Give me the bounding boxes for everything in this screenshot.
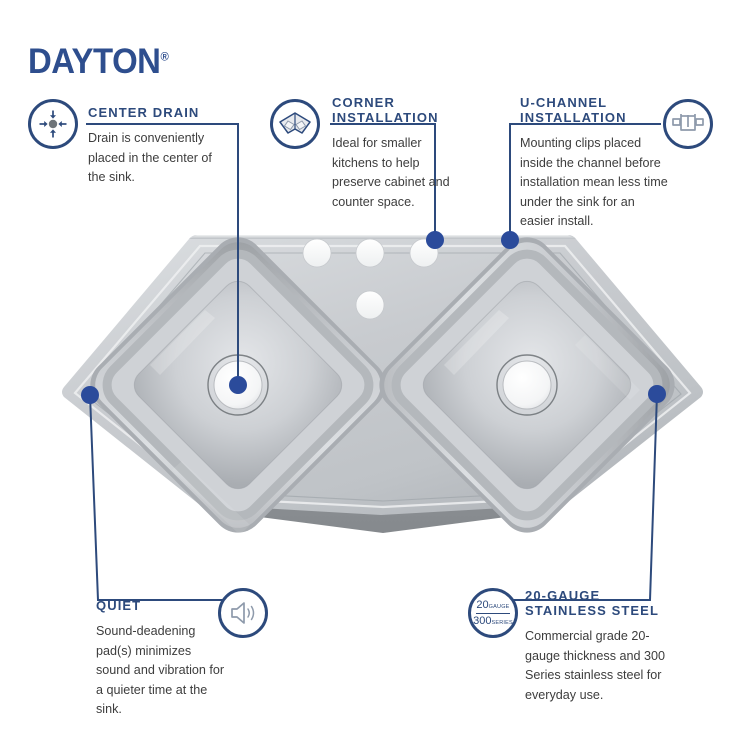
callout-u-channel: U-CHANNEL INSTALLATION Mounting clips pl… — [520, 95, 670, 232]
callout-body: Commercial grade 20-gauge thickness and … — [525, 629, 666, 702]
registered-mark: ® — [160, 49, 169, 64]
product-image-sink — [0, 215, 750, 545]
sink-illustration — [62, 235, 703, 535]
gauge-top-word: GAUGE — [488, 603, 510, 610]
callout-heading: QUIET — [96, 598, 142, 613]
u-channel-icon — [663, 99, 713, 149]
callout-body: Sound-deadening pad(s) minimizes sound a… — [96, 624, 225, 716]
callout-gauge: 20-GAUGE STAINLESS STEEL Commercial grad… — [525, 588, 675, 705]
center-drain-icon — [28, 99, 78, 149]
gauge-badge-icon: 20 GAUGE 300 SERIES — [468, 588, 518, 638]
callout-body: Mounting clips placed inside the channel… — [520, 136, 668, 228]
callout-heading: CORNER INSTALLATION — [332, 95, 439, 125]
callout-heading: U-CHANNEL INSTALLATION — [520, 95, 627, 125]
gauge-bottom-number: 300 — [473, 614, 492, 627]
brand-name: DAYTON — [28, 42, 161, 81]
callout-body: Drain is conveniently placed in the cent… — [88, 131, 212, 184]
callout-corner-installation: CORNER INSTALLATION Ideal for smaller ki… — [332, 95, 464, 212]
callout-center-drain: CENTER DRAIN Drain is conveniently place… — [88, 105, 220, 188]
callout-heading: CENTER DRAIN — [88, 105, 200, 120]
gauge-top-number: 20 — [476, 598, 489, 611]
brand-logo: DAYTON® — [28, 42, 169, 82]
corner-sink-icon — [270, 99, 320, 149]
callout-body: Ideal for smaller kitchens to help prese… — [332, 136, 450, 209]
gauge-bottom-word: SERIES — [491, 619, 513, 626]
callout-heading: 20-GAUGE STAINLESS STEEL — [525, 588, 659, 618]
speaker-icon — [218, 588, 268, 638]
callout-quiet: QUIET Sound-deadening pad(s) minimizes s… — [96, 598, 228, 720]
